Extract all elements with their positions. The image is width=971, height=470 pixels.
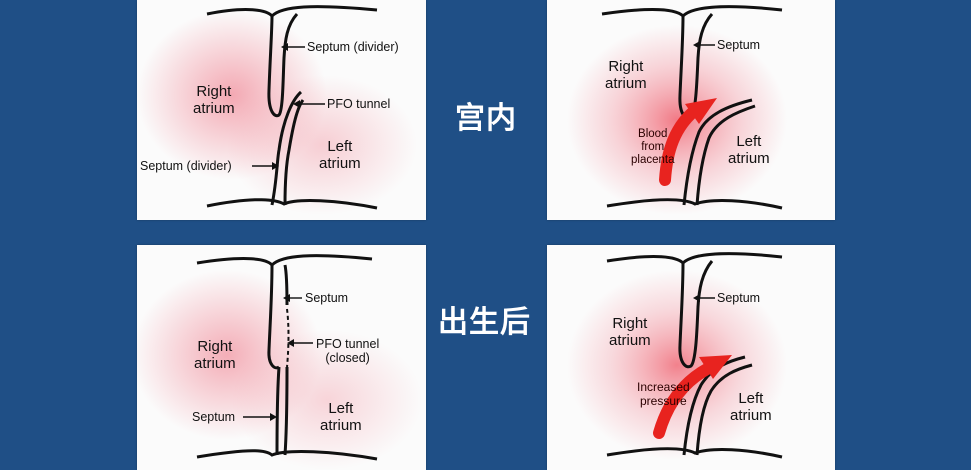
- septum-divider-lower-label: Septum (divider): [140, 159, 232, 173]
- heart-diagram-after-birth-pressure: [567, 252, 787, 460]
- septum-label: Septum: [305, 291, 349, 305]
- septum-label: Septum: [717, 38, 761, 52]
- heart-diagram-in-utero-open: [137, 5, 417, 215]
- pfo-tunnel-closed-label: PFO tunnel(closed): [316, 337, 380, 366]
- septum-lower-label: Septum: [192, 410, 236, 424]
- heart-diagram-after-birth-closed: [137, 254, 422, 470]
- stage-label-after-birth: 出生后: [438, 305, 531, 340]
- septum-divider-label: Septum (divider): [307, 40, 399, 54]
- heart-diagram-in-utero-flow: [567, 5, 787, 215]
- septum-label: Septum: [717, 291, 761, 305]
- pfo-tunnel-label: PFO tunnel: [327, 97, 391, 111]
- stage-label-in-utero: 宫内: [455, 101, 517, 136]
